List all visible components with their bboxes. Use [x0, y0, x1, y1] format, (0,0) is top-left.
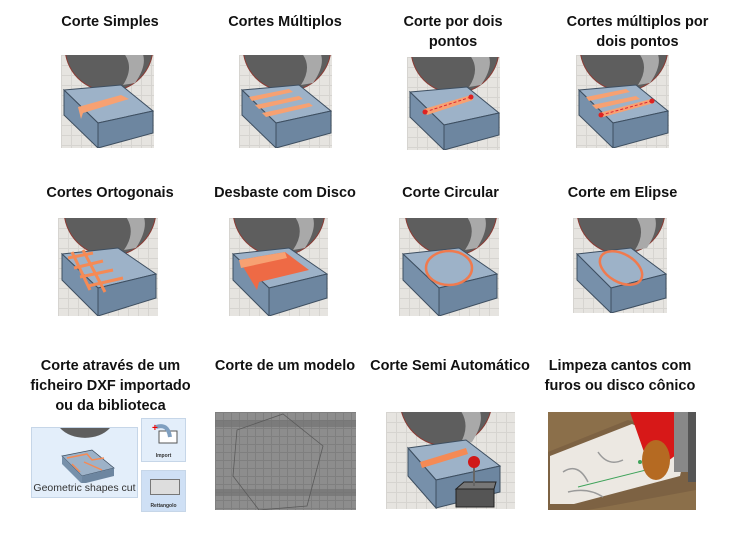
corte-elipse-image[interactable]: [573, 218, 667, 313]
corte-dois-pontos-image[interactable]: [407, 57, 500, 150]
orthogonal-cuts-icon: [60, 218, 158, 316]
two-point-cut-icon: [408, 57, 500, 150]
rectangle-shape-icon: [150, 479, 180, 495]
title-cortes-multiplos-dois-pontos: Cortes múltiplos por dois pontos: [566, 14, 709, 50]
corte-modelo-image[interactable]: [215, 412, 356, 510]
title-desbaste-disco: Desbaste com Disco: [214, 185, 356, 201]
title-corte-circular: Corte Circular: [402, 185, 499, 201]
title-corte-elipse: Corte em Elipse: [567, 185, 678, 201]
corte-circular-image[interactable]: [399, 218, 499, 316]
import-icon: +: [152, 423, 178, 444]
semi-automatic-cut-icon: [401, 412, 502, 509]
disc-roughing-icon: [231, 218, 328, 316]
title-corte-simples: Corte Simples: [61, 14, 159, 30]
limpeza-cantos-image[interactable]: [548, 412, 696, 510]
title-corte-semi-automatico: Corte Semi Automático: [370, 358, 530, 374]
geometric-shapes-cut-label: Geometric shapes cut: [33, 482, 136, 494]
cortes-multiplos-dois-pontos-image[interactable]: [576, 55, 669, 148]
rectangle-label: Rettangolo: [150, 503, 177, 509]
title-corte-dois-pontos: Corte por dois pontos: [403, 14, 503, 50]
desbaste-disco-image[interactable]: [229, 218, 328, 316]
title-cortes-multiplos: Cortes Múltiplos: [228, 14, 342, 30]
svg-text:+: +: [152, 423, 158, 434]
multiple-two-point-cuts-icon: [577, 55, 669, 148]
geometric-shapes-cut-button[interactable]: Geometric shapes cut: [31, 427, 138, 498]
corte-simples-image[interactable]: [61, 55, 154, 148]
import-label: Import: [155, 453, 172, 459]
cortes-ortogonais-image[interactable]: [58, 218, 158, 316]
title-limpeza-cantos: Limpeza cantos com furos ou disco cônico: [544, 358, 696, 394]
title-corte-modelo: Corte de um modelo: [214, 358, 356, 374]
rectangle-button[interactable]: Rettangolo: [141, 470, 186, 512]
import-button[interactable]: + Import: [141, 418, 186, 462]
corte-semi-automatico-image[interactable]: [386, 412, 515, 509]
geometric-shapes-cut-icon: [60, 428, 115, 483]
template-cut-icon: [215, 413, 356, 510]
single-cut-icon: [62, 55, 154, 148]
ellipse-cut-icon: [575, 218, 667, 313]
cortes-multiplos-image[interactable]: [239, 55, 332, 148]
corner-cleaning-icon: [548, 412, 696, 510]
multiple-cuts-icon: [240, 55, 332, 148]
title-corte-dxf: Corte através de um ficheiro DXF importa…: [30, 358, 191, 414]
circular-cut-icon: [401, 218, 499, 316]
title-cortes-ortogonais: Cortes Ortogonais: [46, 185, 174, 201]
